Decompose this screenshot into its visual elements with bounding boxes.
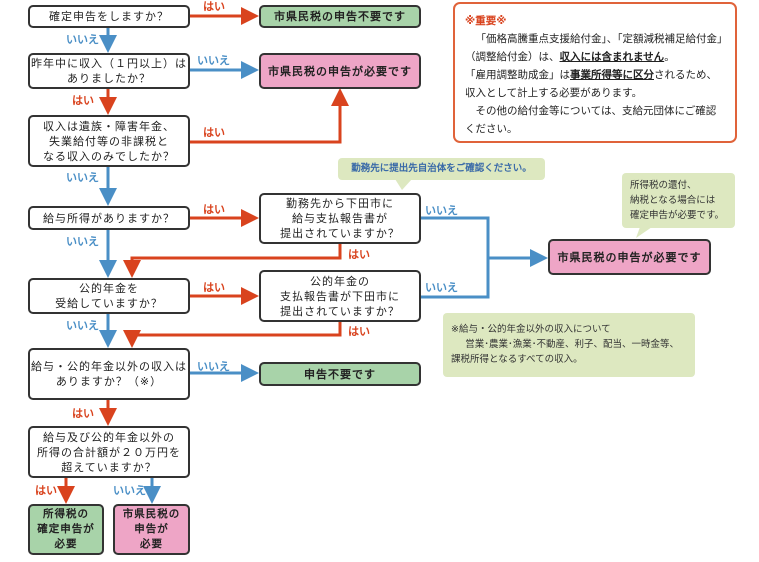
label-yes: はい bbox=[203, 203, 225, 216]
result-filing-required-2: 市県民税の申告が必要です bbox=[548, 239, 711, 275]
underlined-text: 収入には含まれません bbox=[559, 51, 665, 63]
text: 「雇用調整助成金」は bbox=[465, 69, 570, 81]
callout-income-tax: 所得税の還付、 納税となる場合には 確定申告が必要です。 bbox=[622, 173, 735, 228]
question-salary: 給与所得がありますか？ bbox=[28, 206, 190, 230]
result-resident-tax-filing: 市県民税の 申告が 必要 bbox=[113, 504, 190, 555]
arrow-q5-yes bbox=[123, 243, 342, 278]
label-no: いいえ bbox=[66, 235, 99, 248]
important-paragraph-2: 「雇用調整助成金」は事業所得等に区分されるため、収入として計上する必要があります… bbox=[465, 66, 725, 102]
result-no-filing-needed: 市県民税の申告不要です bbox=[259, 5, 421, 28]
label-yes: はい bbox=[203, 0, 225, 13]
result-no-declaration: 申告不要です bbox=[259, 362, 421, 386]
underlined-text: 事業所得等に区分 bbox=[570, 69, 654, 81]
result-filing-required: 市県民税の申告が必要です bbox=[259, 53, 421, 89]
label-no: いいえ bbox=[425, 204, 458, 217]
label-yes: はい bbox=[348, 325, 370, 338]
question-other-income: 給与・公的年金以外の収入は ありますか？（※） bbox=[28, 348, 190, 400]
label-yes: はい bbox=[72, 407, 94, 420]
text: されるため、収入として計上する必要があります。 bbox=[465, 69, 717, 99]
label-yes: はい bbox=[72, 94, 94, 107]
important-paragraph-1: 「価格高騰重点支援給付金」、「定額減税補足給付金」（調整給付金）は、収入には含ま… bbox=[465, 30, 725, 66]
label-yes: はい bbox=[203, 126, 225, 139]
label-no: いいえ bbox=[66, 171, 99, 184]
label-no: いいえ bbox=[197, 360, 230, 373]
arrow-q7-yes bbox=[123, 321, 342, 348]
arrow-q3-yes bbox=[190, 88, 349, 144]
label-no: いいえ bbox=[66, 319, 99, 332]
important-notice: ※重要※ 「価格高騰重点支援給付金」、「定額減税補足給付金」（調整給付金）は、収… bbox=[453, 2, 737, 143]
question-pension-report: 公的年金の 支払報告書が下田市に 提出されていますか？ bbox=[259, 270, 421, 322]
result-income-tax-return: 所得税の 確定申告が 必要 bbox=[28, 504, 104, 555]
important-title: ※重要※ bbox=[465, 15, 507, 27]
important-paragraph-3: その他の給付金等については、支給元団体にご確認ください。 bbox=[465, 105, 717, 135]
question-income-last-year: 昨年中に収入（１円以上）は ありましたか？ bbox=[28, 53, 190, 89]
question-nontaxable-only: 収入は遺族・障害年金、 失業給付等の非課税と なる収入のみでしたか？ bbox=[28, 115, 190, 167]
label-yes: はい bbox=[203, 281, 225, 294]
text: 。 bbox=[664, 51, 675, 63]
note-body: 営業･農業･漁業･不動産、利子、配当、一時金等、 課税所得となるすべての収入。 bbox=[451, 339, 680, 365]
label-no: いいえ bbox=[66, 33, 99, 46]
label-no: いいえ bbox=[425, 281, 458, 294]
callout-tail-income-tax bbox=[636, 227, 652, 238]
label-yes: はい bbox=[348, 248, 370, 261]
note-title: ※給与・公的年金以外の収入について bbox=[451, 324, 611, 335]
arrow-q5-no bbox=[421, 216, 545, 299]
callout-check-workplace: 勤務先に提出先自治体をご確認ください。 bbox=[338, 158, 545, 180]
question-pension: 公的年金を 受給していますか？ bbox=[28, 278, 190, 314]
question-filing: 確定申告をしますか？ bbox=[28, 5, 190, 28]
question-income-over-200k: 給与及び公的年金以外の 所得の合計額が２０万円を 超えていますか？ bbox=[28, 426, 190, 478]
question-salary-report: 勤務先から下田市に 給与支払報告書が 提出されていますか？ bbox=[259, 193, 421, 244]
text: 「価格高騰重点支援給付金」、「定額減税補足給付金」（調整給付金）は、 bbox=[465, 33, 723, 63]
label-no: いいえ bbox=[113, 484, 146, 497]
callout-tail-workplace bbox=[395, 179, 412, 190]
label-yes: はい bbox=[35, 484, 57, 497]
label-no: いいえ bbox=[197, 54, 230, 67]
note-other-income: ※給与・公的年金以外の収入について 営業･農業･漁業･不動産、利子、配当、一時金… bbox=[443, 313, 695, 377]
